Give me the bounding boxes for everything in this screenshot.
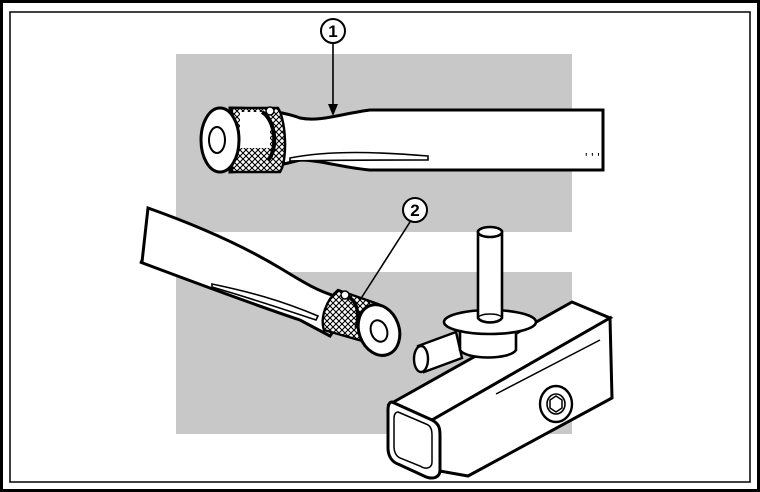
callout-2-leader (359, 221, 411, 301)
callout-2: 2 (359, 197, 428, 301)
callout-1-label: 1 (328, 22, 337, 41)
continuation-mark: ' ' ' (585, 150, 600, 165)
callout-2-label: 2 (410, 201, 419, 220)
flex-rod-top (199, 106, 605, 174)
frame-tube (386, 225, 614, 480)
callout-1: 1 (320, 18, 346, 116)
flex-rod-bottom (139, 205, 402, 357)
inner-border (9, 11, 751, 483)
